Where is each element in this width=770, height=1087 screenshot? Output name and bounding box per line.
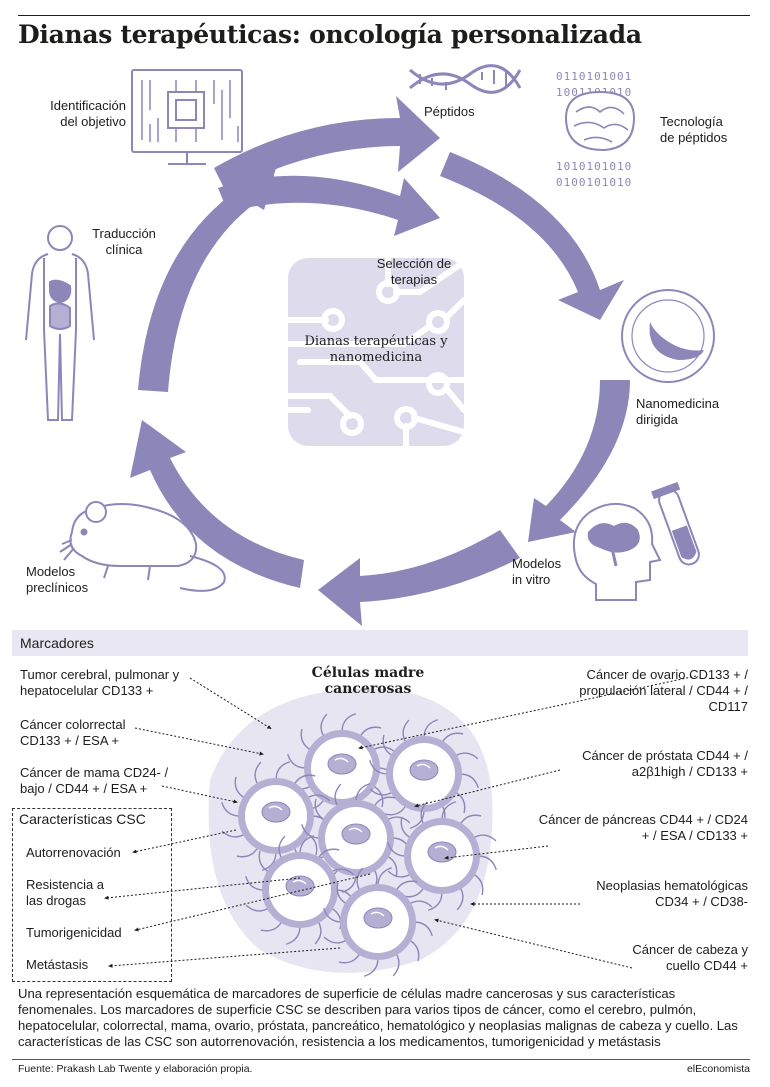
step-identificacion: Identificación del objetivo xyxy=(50,98,126,129)
human-body-icon xyxy=(25,225,95,421)
stem-cell-cluster xyxy=(208,688,497,977)
marker-right-2: Cáncer de páncreas CD44 + / CD24 + / ESA… xyxy=(538,812,748,843)
cells-title: Células madre cancerosas xyxy=(311,665,425,697)
target-identification-icon xyxy=(131,69,243,165)
in-vitro-head-icon xyxy=(572,502,662,601)
csc-item-2: Tumorigenicidad xyxy=(26,925,122,940)
marker-right-3: Neoplasias hematológicas CD34 + / CD38- xyxy=(596,878,748,909)
step-preclinicos: Modelos preclínicos xyxy=(26,564,89,595)
marker-left-1: Cáncer colorrectal CD133 + / ESA + xyxy=(20,717,126,748)
test-tube-icon xyxy=(651,481,700,566)
binary-row: 0100101010 xyxy=(556,176,632,189)
bottom-rule xyxy=(12,1059,750,1060)
source: Fuente: Prakash Lab Twente y elaboración… xyxy=(18,1063,253,1075)
marker-right-1: Cáncer de próstata CD44 + / a2β1high / C… xyxy=(582,748,748,779)
csc-item-0: Autorrenovación xyxy=(26,845,121,860)
marker-right-0: Cáncer de ovario CD133 + / propulación l… xyxy=(579,667,748,714)
markers-header: Marcadores xyxy=(12,630,748,656)
cycle-arrows xyxy=(130,96,630,626)
top-rule xyxy=(18,15,750,16)
stem-cell xyxy=(323,867,433,977)
nanomedicine-icon xyxy=(621,289,715,383)
step-tecnologia: Tecnología de péptidos xyxy=(660,114,728,145)
center-tile xyxy=(285,255,467,449)
brand: elEconomista xyxy=(686,1063,750,1075)
peptides-dna-icon xyxy=(409,64,522,94)
csc-item-1: Resistencia a las drogas xyxy=(26,877,105,908)
step-traduccion: Traducción clínica xyxy=(92,226,156,257)
marker-right-4: Cáncer de cabeza y cuello CD44 + xyxy=(632,942,748,973)
marker-left-2: Cáncer de mama CD24- / bajo / CD44 + / E… xyxy=(20,765,169,796)
binary-row: 0110101001 xyxy=(556,70,632,83)
step-nanomedicina: Nanomedicina dirigida xyxy=(636,396,720,427)
preclinical-mouse-icon xyxy=(59,501,226,592)
stem-cell xyxy=(387,801,497,911)
stem-cell xyxy=(369,719,479,829)
csc-box xyxy=(12,808,172,982)
description: Una representación esquemática de marcad… xyxy=(18,986,738,1049)
csc-title: Características CSC xyxy=(19,811,146,827)
step-peptidos: Péptidos xyxy=(424,104,475,119)
leader-lines xyxy=(104,675,697,969)
csc-item-3: Metástasis xyxy=(26,957,89,972)
binary-row: 1010101010 xyxy=(556,160,632,173)
center-label: Dianas terapéuticas y nanomedicina xyxy=(304,334,448,365)
page-title: Dianas terapéuticas: oncología personali… xyxy=(18,20,642,49)
marker-left-0: Tumor cerebral, pulmonar y hepatocelular… xyxy=(20,667,180,698)
step-invitro: Modelos in vitro xyxy=(512,556,562,587)
stem-cell xyxy=(221,761,331,871)
peptide-technology-brain-icon: 0110101001100110101010101010100100101010 xyxy=(556,70,636,189)
seleccion-terapias: Selección de terapias xyxy=(376,256,452,287)
